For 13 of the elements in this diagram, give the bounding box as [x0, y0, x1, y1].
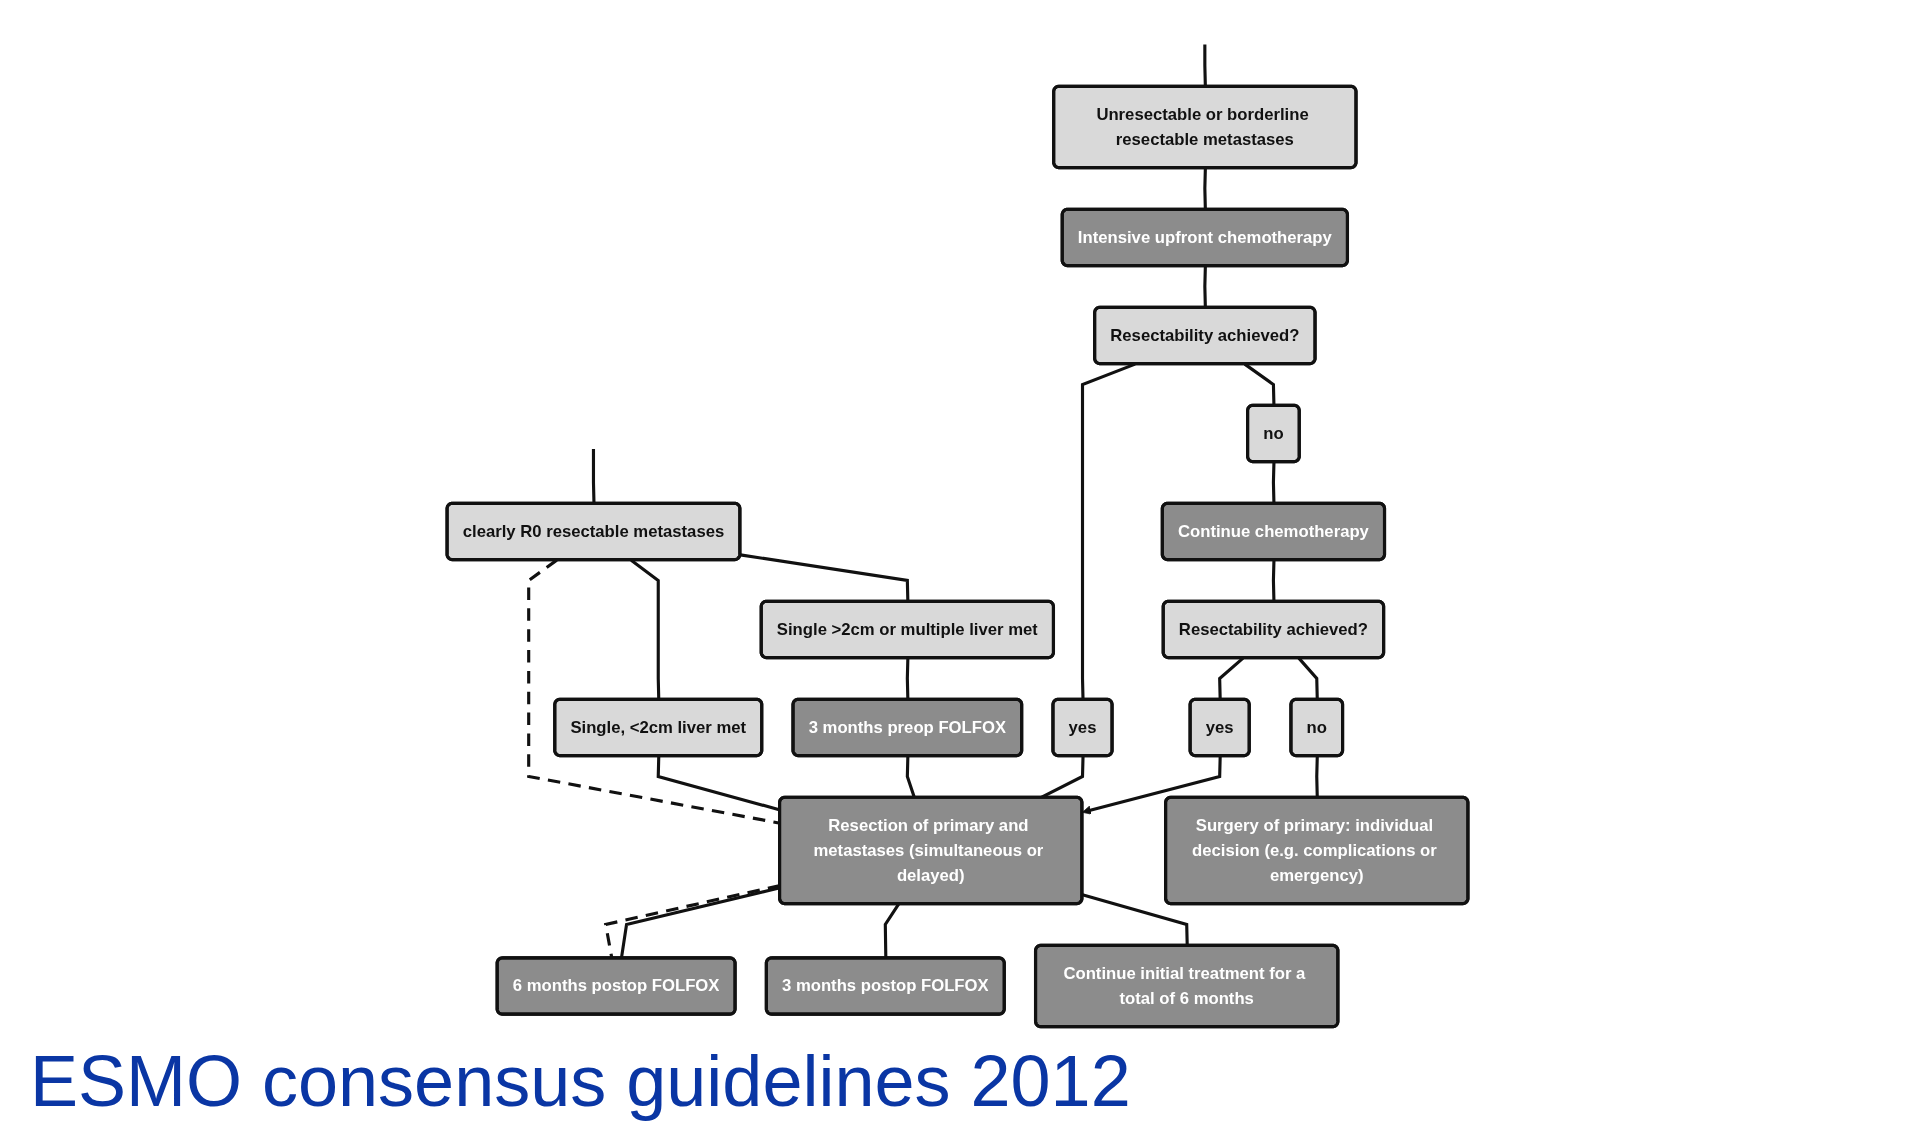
connector [1315, 756, 1319, 798]
connector [1203, 44, 1207, 87]
connector [1203, 168, 1207, 210]
connector [1271, 462, 1276, 504]
connector [1297, 657, 1319, 700]
caption: ESMO consensus guidelines 2012 [30, 1040, 1131, 1122]
connector [591, 449, 596, 504]
connector [740, 553, 910, 602]
connector [1271, 560, 1276, 602]
arrow [1082, 756, 1222, 815]
connector [1203, 266, 1207, 308]
connector [905, 658, 910, 700]
connector [1082, 893, 1189, 946]
